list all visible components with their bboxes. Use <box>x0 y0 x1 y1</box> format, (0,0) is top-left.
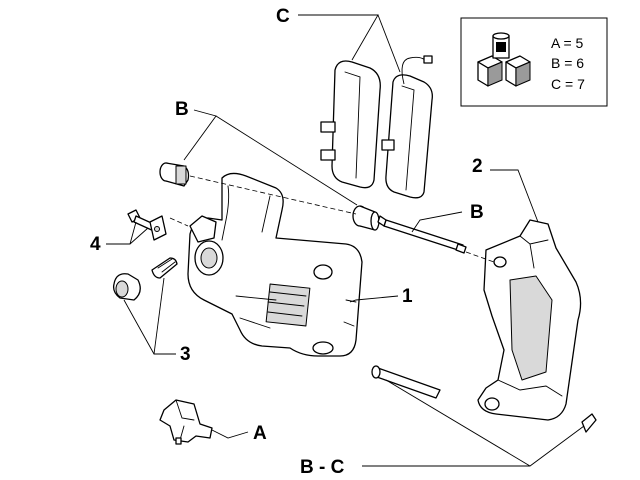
brake-pad-right <box>381 55 433 199</box>
kit-key-box: A = 5 B = 6 C = 7 <box>460 17 608 107</box>
label-2: 2 <box>472 156 483 177</box>
label-a: A <box>253 423 267 444</box>
label-1: 1 <box>402 286 413 307</box>
retaining-clip <box>581 413 597 433</box>
pad-spring-clip <box>159 399 213 445</box>
caliper-bracket <box>477 219 582 421</box>
bleeder-bolt <box>127 209 167 241</box>
leader-lines <box>106 14 585 467</box>
label-c-top: C <box>276 6 290 27</box>
key-line-a: A = 5 <box>551 35 584 51</box>
label-3: 3 <box>180 344 191 365</box>
caliper-body <box>187 172 363 357</box>
bleed-screw <box>151 257 178 279</box>
bushing-left <box>159 162 190 187</box>
kit-boxes-icon <box>477 32 531 87</box>
label-b-c: B - C <box>300 457 345 478</box>
dust-cap <box>112 273 141 301</box>
key-line-c: C = 7 <box>551 76 585 92</box>
assembly-axes <box>169 175 495 263</box>
label-4: 4 <box>90 234 101 255</box>
bushing-right <box>352 205 380 231</box>
label-b-left: B <box>175 99 189 120</box>
loose-guide-pin <box>371 365 441 399</box>
label-b-right: B <box>470 202 484 223</box>
key-line-b: B = 6 <box>551 55 584 71</box>
brake-pad-left <box>320 60 381 189</box>
guide-pin <box>377 215 467 254</box>
